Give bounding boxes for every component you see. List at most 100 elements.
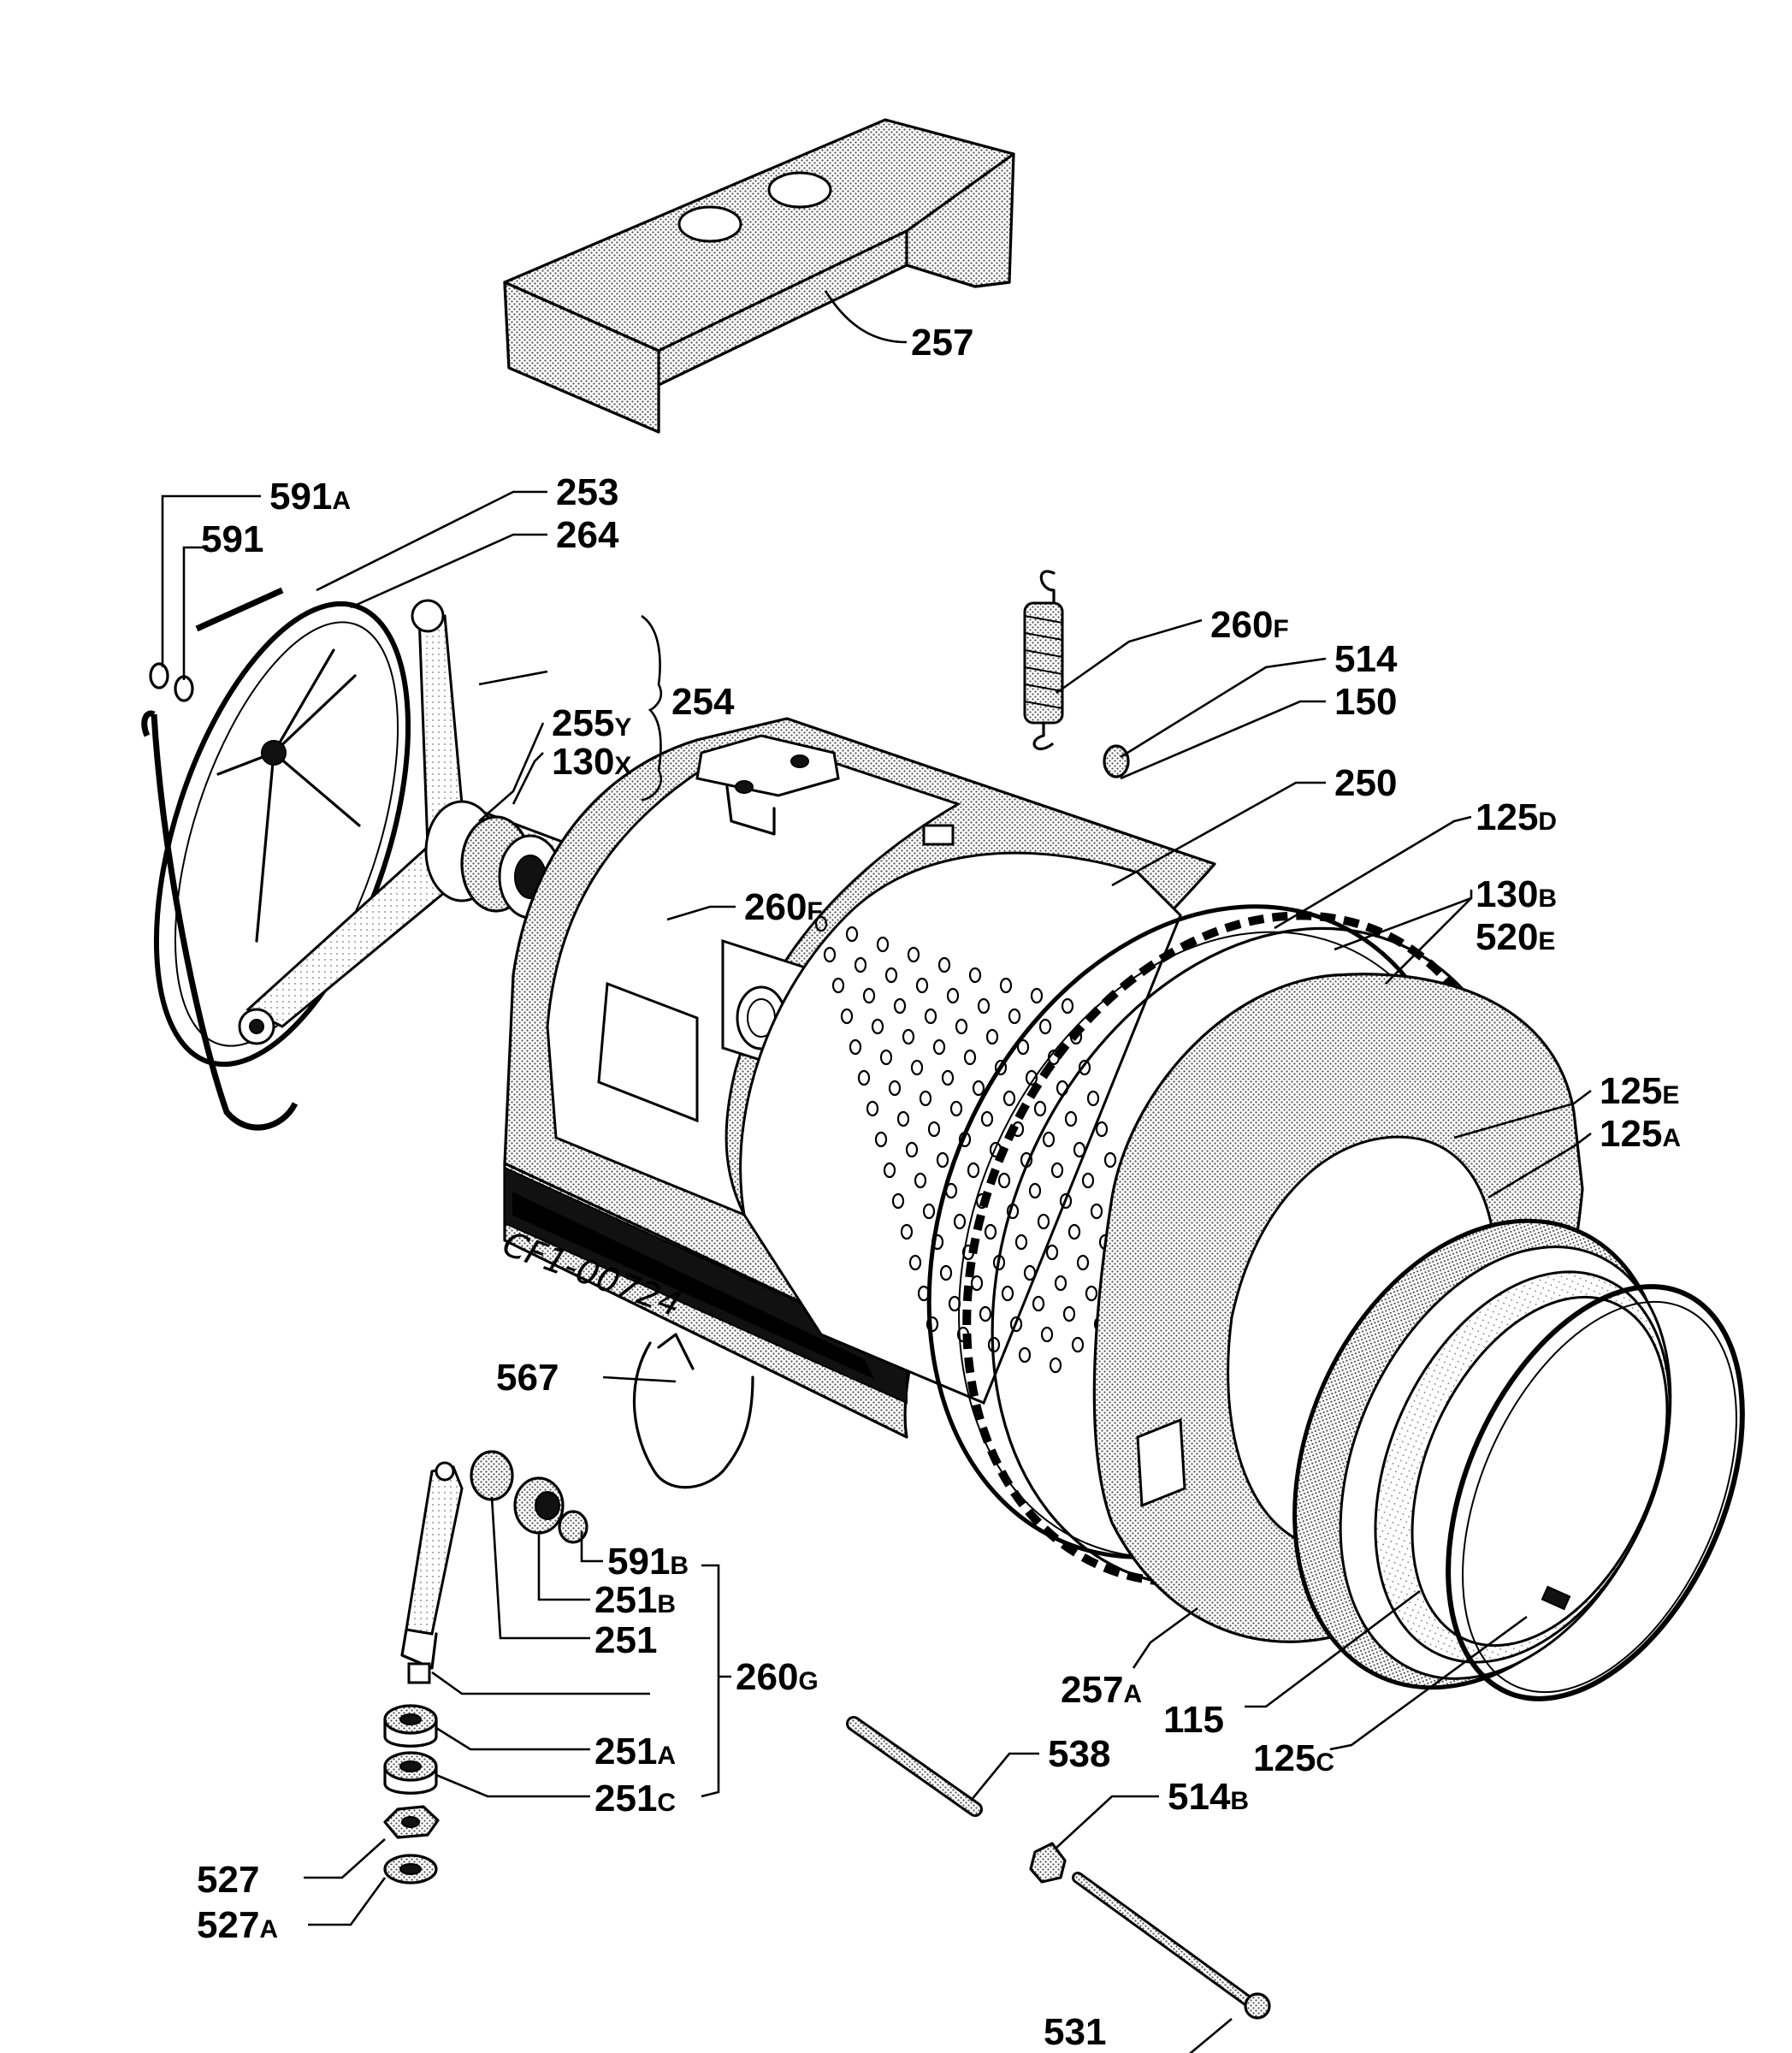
label-514: 514: [1334, 638, 1398, 680]
drum-perforation: [1001, 1285, 1014, 1302]
part-labels: 257 591A 253 591 264 254 255Y 130X 260F …: [197, 322, 1681, 2053]
bush-251A: [383, 1704, 438, 1748]
nut-527: [383, 1805, 440, 1839]
drum-perforation: [871, 1018, 884, 1035]
drum-perforation: [979, 1305, 992, 1322]
drum-perforation: [922, 1203, 936, 1220]
drum-perforation: [1032, 1295, 1045, 1312]
drum-perforation: [1073, 1141, 1086, 1158]
drum-perforation: [1030, 987, 1044, 1004]
drum-perforation: [1049, 1357, 1062, 1374]
drum-perforation: [927, 1121, 941, 1138]
label-125C: 125C: [1253, 1737, 1334, 1779]
cap-251B: [513, 1476, 565, 1535]
drum-perforation: [1002, 1090, 1016, 1107]
drum-perforation: [814, 915, 828, 932]
drum-perforation: [1038, 1018, 1052, 1035]
label-125E: 125E: [1600, 1070, 1679, 1112]
drum-perforation: [1062, 1305, 1076, 1322]
label-130X: 130X: [552, 741, 631, 783]
drum-perforation: [946, 987, 960, 1004]
label-591B: 591B: [607, 1541, 689, 1583]
label-250: 250: [1334, 762, 1397, 804]
label-260G: 260G: [736, 1656, 819, 1698]
drum-perforation: [879, 1049, 893, 1066]
label-527: 527: [197, 1859, 259, 1901]
drum-perforation: [1045, 1244, 1059, 1261]
drum-perforation: [967, 1162, 980, 1179]
label-260F-lower: 260F: [744, 886, 823, 928]
label-253: 253: [556, 471, 618, 513]
drum-perforation: [936, 1151, 949, 1168]
drum-perforation: [1076, 1254, 1090, 1271]
drum-perforation: [910, 1059, 924, 1076]
drum-perforation: [1064, 1110, 1078, 1127]
rear-spider-arm: [238, 599, 600, 1045]
washer-527A: [383, 1854, 438, 1884]
drum-perforation: [963, 1049, 977, 1066]
washer-251: [470, 1450, 514, 1501]
drum-perforation: [914, 1172, 927, 1189]
label-257: 257: [911, 322, 973, 364]
drum-perforation: [845, 926, 859, 943]
drum-perforation: [862, 987, 876, 1004]
label-254: 254: [671, 681, 735, 723]
drum-perforation: [1050, 1162, 1064, 1179]
drum-perforation: [1061, 997, 1074, 1015]
drum-perforation: [840, 1008, 854, 1025]
drum-perforation: [1054, 1275, 1068, 1292]
drum-perforation: [932, 1038, 946, 1056]
drum-perforation: [1016, 1038, 1030, 1056]
drum-perforation: [1081, 1172, 1095, 1189]
drum-perforation: [984, 1223, 997, 1240]
drum-perforation: [866, 1100, 879, 1117]
label-150: 150: [1334, 681, 1397, 723]
clamp-ring-125C: [1446, 1284, 1745, 1701]
label-527A: 527A: [197, 1904, 278, 1946]
label-531: 531: [1044, 2011, 1106, 2053]
label-264: 264: [556, 514, 619, 556]
label-130B: 130B: [1476, 873, 1557, 915]
label-538: 538: [1048, 1733, 1110, 1775]
drum-perforation: [849, 1038, 862, 1056]
label-251C: 251C: [594, 1778, 676, 1819]
drum-perforation: [1042, 1131, 1056, 1148]
drum-perforation: [823, 946, 837, 963]
label-251A: 251A: [594, 1731, 676, 1772]
pin-538: [846, 1716, 983, 1817]
label-520E: 520E: [1476, 916, 1555, 958]
label-251: 251: [594, 1619, 657, 1661]
drum-perforation: [1071, 1336, 1085, 1353]
pulley-264: [153, 601, 411, 1068]
label-514B: 514B: [1168, 1776, 1249, 1818]
label-257A: 257A: [1061, 1669, 1142, 1711]
drum-perforation: [908, 1254, 922, 1271]
drum-perforation: [972, 1080, 985, 1097]
drum-perforation: [955, 1018, 968, 1035]
counterweight-257: [503, 118, 1015, 434]
nut-591B: [558, 1510, 588, 1544]
drum-perforation: [1037, 1213, 1050, 1230]
drum-perforation: [1086, 1090, 1100, 1107]
leader-lines: [161, 290, 1592, 2053]
clip-591-591A: [149, 662, 194, 702]
drum-perforation: [831, 977, 845, 994]
bracket-567: [632, 1333, 754, 1489]
label-591: 591: [201, 518, 263, 560]
drum-perforation: [953, 1213, 967, 1230]
drum-perforation: [1085, 1285, 1098, 1302]
drum-perforation: [1078, 1059, 1091, 1076]
drum-perforation: [1028, 1182, 1042, 1199]
drive-belt: [141, 587, 299, 1131]
drum-perforation: [884, 967, 898, 984]
spring-260F-upper: [1023, 570, 1064, 750]
drum-perforation: [1014, 1234, 1028, 1251]
drum-perforation: [883, 1162, 896, 1179]
bush-514B: [1029, 1842, 1067, 1884]
drum-perforation: [1095, 1121, 1109, 1138]
label-251B: 251B: [594, 1579, 676, 1621]
drum-perforation: [1033, 1100, 1047, 1117]
drum-perforation: [854, 956, 867, 973]
